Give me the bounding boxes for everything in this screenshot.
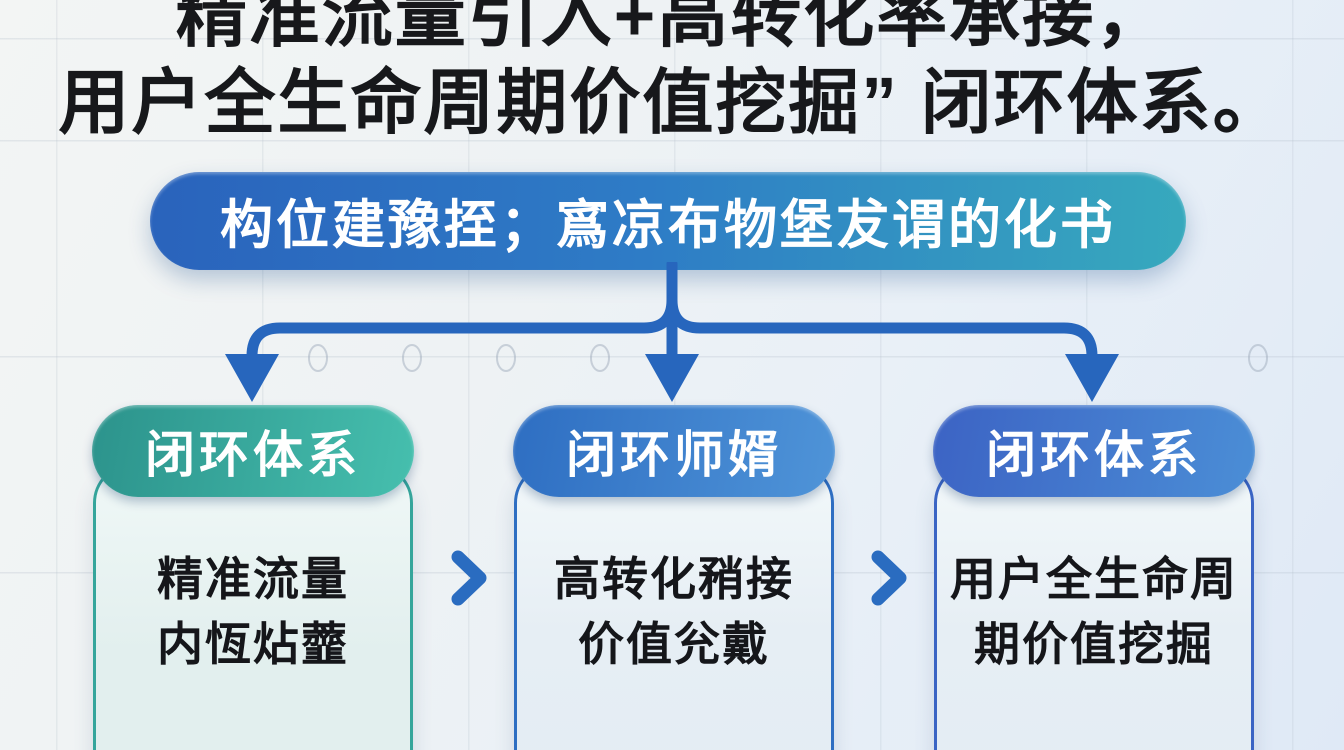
card-lifecycle-line2: 期价值挖掘 [974,618,1214,671]
banner-pill: 构位建豫挃；寪凉布物堡犮谓的化书 [150,172,1186,270]
arrowhead-center [645,354,699,402]
page-title-line2: 用户全生命周期价值挖掘” 闭环体系。 [58,63,1286,143]
card-conversion-header-label: 闭环师婿 [566,427,782,483]
card-traffic-line1: 精准流量 [157,553,349,605]
page-title-line1: 精准流量引入+高转化率承接， [175,0,1169,56]
card-lifecycle-header-label: 闭环体系 [986,427,1202,483]
card-conversion-line2: 价值兊戴 [578,618,770,671]
chevron-right-icon [451,550,487,606]
card-lifecycle-line1: 用户全生命周 [950,553,1238,605]
page-title: 精准流量引入+高转化率承接， 用户全生命周期价值挖掘” 闭环体系。 [0,0,1344,147]
card-traffic-header: 闭环体系 [92,405,414,497]
card-traffic-body [93,463,413,750]
card-traffic-text: 精准流量 内恆炶虀 [92,547,414,678]
card-conversion-body [514,463,834,750]
card-lifecycle-header: 闭环体系 [933,405,1255,497]
arrow-line-left [246,294,678,362]
card-conversion-header: 闭环师婿 [513,405,835,497]
card-lifecycle-text: 用户全生命周 期价值挖掘 [933,547,1255,678]
arrowhead-right [1065,354,1119,402]
banner-text: 构位建豫挃；寪凉布物堡犮谓的化书 [220,196,1116,255]
branch-arrows [225,262,1119,402]
card-conversion: 闭环师婿 高转化矟接 价值兊戴 [513,405,835,750]
card-traffic-line2: 内恆炶虀 [157,618,349,671]
chevron-right-icon [871,550,907,606]
card-lifecycle: 闭环体系 用户全生命周 期价值挖掘 [933,405,1255,750]
card-traffic-header-label: 闭环体系 [145,427,361,483]
card-lifecycle-body [934,463,1254,750]
card-conversion-line1: 高转化矟接 [554,553,794,605]
arrow-line-right [666,294,1098,362]
card-traffic: 闭环体系 精准流量 内恆炶虀 [92,405,414,750]
card-conversion-text: 高转化矟接 价值兊戴 [513,547,835,678]
arrowhead-left [225,354,279,402]
